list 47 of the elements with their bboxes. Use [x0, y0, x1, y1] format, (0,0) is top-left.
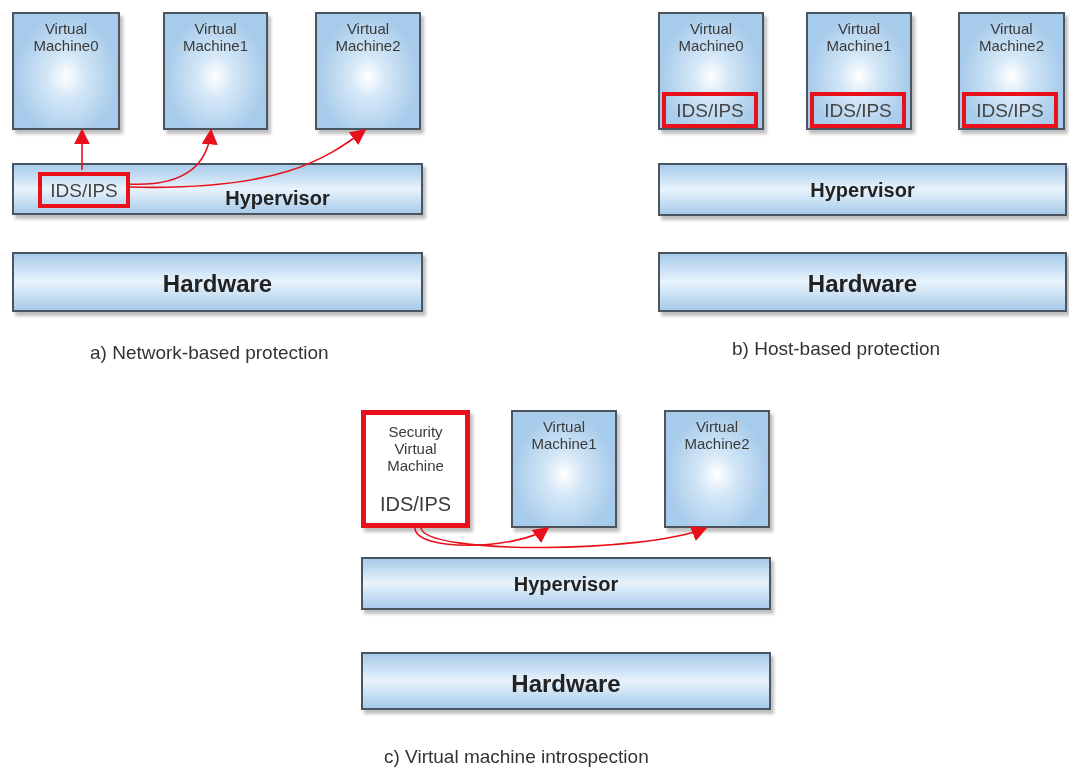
layer-bar — [658, 163, 1067, 216]
module-box — [962, 92, 1058, 128]
machine-label: Virtual Machine2 — [334, 20, 402, 54]
arrow — [127, 129, 367, 189]
module-label: IDS/IPS — [49, 180, 119, 202]
layer-label: Hypervisor — [512, 573, 620, 596]
module-box — [662, 92, 758, 128]
layer-label: Hardware — [806, 270, 919, 298]
arrow — [127, 128, 217, 186]
layer-label: Hypervisor — [809, 179, 916, 202]
arrow — [74, 128, 90, 171]
layer-label: Hypervisor — [224, 187, 331, 210]
machine-box — [511, 410, 617, 528]
machine-box — [361, 410, 470, 528]
module-box — [38, 172, 130, 208]
arrow — [414, 527, 550, 547]
machine-box — [664, 410, 770, 528]
module-box — [810, 92, 906, 128]
module-label: IDS/IPS — [823, 100, 893, 122]
module-label: IDS/IPS — [975, 100, 1045, 122]
layer-label: Hardware — [510, 670, 622, 698]
machine-box — [658, 12, 764, 130]
machine-box — [163, 12, 268, 130]
machine-box — [12, 12, 120, 130]
arrow — [420, 524, 708, 549]
machine-label: Virtual Machine0 — [32, 20, 100, 54]
layer-bar — [12, 252, 423, 312]
layer-bar — [658, 252, 1067, 312]
machine-label: Virtual Machine0 — [677, 20, 745, 54]
module-label: IDS/IPS — [675, 100, 745, 122]
machine-label: Virtual Machine1 — [530, 418, 598, 452]
caption: a) Network-based protection — [90, 342, 329, 364]
layer-bar — [361, 652, 771, 710]
layer-label: Hardware — [161, 270, 274, 298]
machine-box — [958, 12, 1065, 130]
layer-bar — [361, 557, 771, 610]
layer-bar — [12, 163, 423, 215]
module-label: IDS/IPS — [378, 493, 453, 516]
caption: c) Virtual machine introspection — [384, 746, 649, 768]
machine-label: Virtual Machine2 — [683, 418, 751, 452]
machine-box — [315, 12, 421, 130]
machine-label: Virtual Machine1 — [181, 20, 249, 54]
caption: b) Host-based protection — [732, 338, 941, 360]
machine-label: Virtual Machine2 — [977, 20, 1045, 54]
machine-box — [806, 12, 912, 130]
machine-label: Virtual Machine1 — [825, 20, 893, 54]
machine-label: Security Virtual Machine — [386, 423, 445, 474]
